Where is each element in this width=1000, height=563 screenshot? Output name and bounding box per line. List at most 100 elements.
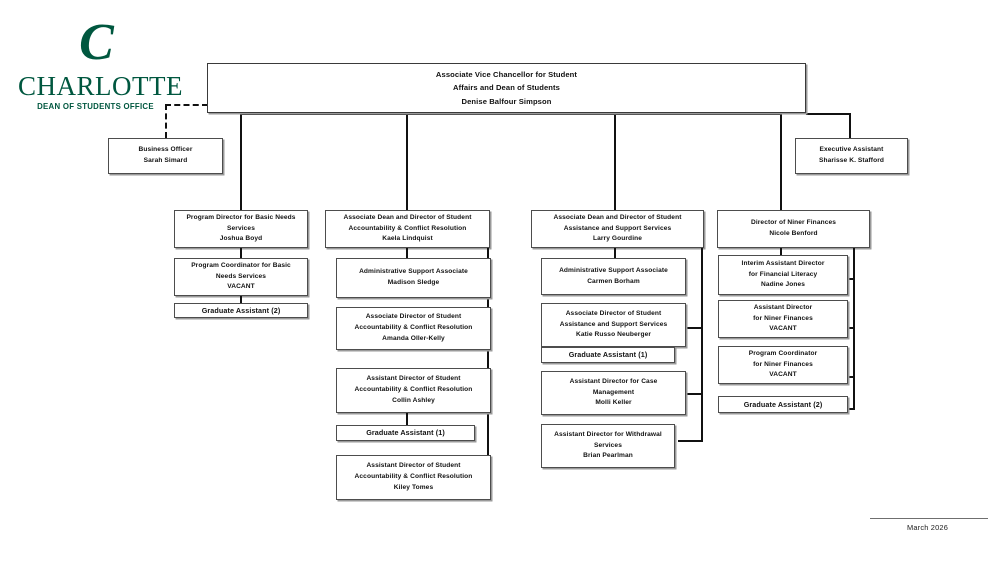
node-line: VACANT <box>769 325 797 333</box>
connector-col2-top-drop <box>406 248 408 258</box>
node-line: Program Director for Basic Needs <box>186 214 296 221</box>
footer-date: March 2026 <box>907 523 949 532</box>
node-assistant-director-accountability-ashley[interactable]: Assistant Director of Student Accountabi… <box>336 368 491 413</box>
node-line: Associate Dean and Director of Student <box>553 214 682 221</box>
node-graduate-assistant-niner-finances[interactable]: Graduate Assistant (2) <box>718 396 848 413</box>
node-line: Management <box>592 388 635 396</box>
node-line: Administrative Support Associate <box>559 266 668 274</box>
node-line: Graduate Assistant (2) <box>743 399 823 409</box>
node-line: Assistant Director for Case <box>569 377 658 385</box>
node-line: Assistant Director of Student <box>366 375 461 383</box>
node-graduate-assistant-assistance[interactable]: Graduate Assistant (1) <box>541 347 675 363</box>
connector-col3-stub-2 <box>678 393 703 396</box>
connector-root-bus <box>240 113 781 115</box>
connector-root-drop-1 <box>240 113 242 210</box>
connector-business-officer-horizontal <box>165 104 208 106</box>
node-line: Sarah Simard <box>143 157 188 164</box>
node-line: Assistant Director <box>753 304 813 311</box>
node-line: Accountability & Conflict Resolution <box>354 386 473 394</box>
node-line: Executive Assistant <box>819 146 884 154</box>
node-program-director-basic-needs[interactable]: Program Director for Basic Needs Service… <box>174 210 308 248</box>
node-line: Affairs and Dean of Students <box>452 83 560 93</box>
node-graduate-assistant-basic-needs[interactable]: Graduate Assistant (2) <box>174 303 308 318</box>
connector-col4-top-drop <box>780 248 782 255</box>
node-line: Amanda Oller-Kelly <box>382 334 445 342</box>
node-line: Assistant Director for Withdrawal <box>554 430 662 438</box>
charlotte-logo: C CHARLOTTE DEAN OF STUDENTS OFFICE <box>18 14 183 112</box>
node-line: Associate Vice Chancellor for Student <box>435 70 578 80</box>
connector-col1-b <box>240 296 242 303</box>
node-line: Associate Director of Student <box>565 309 662 317</box>
node-line: Nadine Jones <box>760 281 806 289</box>
node-assistant-director-niner-finances[interactable]: Assistant Director for Niner Finances VA… <box>718 300 848 338</box>
node-line: Molli Keller <box>595 399 632 407</box>
charlotte-c-icon: C <box>79 14 114 71</box>
node-line: Director of Niner Finances <box>750 219 837 227</box>
node-assistant-director-withdrawal[interactable]: Assistant Director for Withdrawal Servic… <box>541 424 675 468</box>
connector-col3-stub-1 <box>678 327 703 330</box>
connector-business-officer-vertical <box>165 104 167 138</box>
node-line: Nicole Benford <box>769 230 818 237</box>
logo-subtitle: DEAN OF STUDENTS OFFICE <box>37 101 154 111</box>
connector-col3-stub-3 <box>678 440 703 443</box>
node-line: Kaela Lindquist <box>382 235 433 243</box>
node-line: Denise Balfour Simpson <box>461 96 552 106</box>
node-admin-support-associate-assistance[interactable]: Administrative Support Associate Carmen … <box>541 258 686 295</box>
node-associate-vice-chancellor[interactable]: Associate Vice Chancellor for Student Af… <box>207 63 806 113</box>
node-line: Needs Services <box>215 272 267 280</box>
node-admin-support-associate-accountability[interactable]: Administrative Support Associate Madison… <box>336 258 491 298</box>
footer-divider <box>870 518 988 519</box>
node-graduate-assistant-accountability[interactable]: Graduate Assistant (1) <box>336 425 475 441</box>
node-line: Katie Russo Neuberger <box>575 331 652 339</box>
node-program-coordinator-basic-needs[interactable]: Program Coordinator for Basic Needs Serv… <box>174 258 308 296</box>
node-line: Assistance and Support Services <box>563 224 672 232</box>
node-associate-dean-assistance[interactable]: Associate Dean and Director of Student A… <box>531 210 704 248</box>
node-line: Accountability & Conflict Resolution <box>354 324 473 332</box>
logo-wordmark: CHARLOTTE <box>18 71 183 101</box>
node-line: Program Coordinator for Basic <box>191 262 291 269</box>
node-line: for Niner Finances <box>753 360 813 368</box>
node-assistant-director-accountability-tomes[interactable]: Assistant Director of Student Accountabi… <box>336 455 491 500</box>
node-associate-director-accountability[interactable]: Associate Director of Student Accountabi… <box>336 307 491 350</box>
node-line: Joshua Boyd <box>219 235 263 243</box>
connector-executive-assistant-vertical <box>849 113 851 138</box>
connector-col1-a <box>240 248 242 258</box>
node-line: Larry Gourdine <box>592 235 643 243</box>
node-line: Administrative Support Associate <box>359 268 468 276</box>
node-business-officer[interactable]: Business Officer Sarah Simard <box>108 138 223 174</box>
node-assistant-director-case-management[interactable]: Assistant Director for Case Management M… <box>541 371 686 415</box>
connector-col2-ga-drop <box>406 413 408 425</box>
node-line: Interim Assistant Director <box>741 259 825 267</box>
node-interim-assistant-director-financial-literacy[interactable]: Interim Assistant Director for Financial… <box>718 255 848 295</box>
node-line: Associate Dean and Director of Student <box>343 214 472 221</box>
node-line: Assistant Director of Student <box>366 462 461 470</box>
connector-executive-assistant-horizontal <box>806 113 851 115</box>
node-executive-assistant[interactable]: Executive Assistant Sharisse K. Stafford <box>795 138 908 174</box>
node-line: Sharisse K. Stafford <box>818 157 885 164</box>
node-line: Accountability & Conflict Resolution <box>348 224 467 232</box>
node-line: Collin Ashley <box>392 396 435 404</box>
node-program-coordinator-niner-finances[interactable]: Program Coordinator for Niner Finances V… <box>718 346 848 384</box>
node-line: Graduate Assistant (1) <box>568 350 648 360</box>
node-line: for Niner Finances <box>753 314 813 322</box>
node-associate-dean-accountability[interactable]: Associate Dean and Director of Student A… <box>325 210 490 248</box>
node-line: Services <box>227 224 255 232</box>
node-line: Services <box>594 441 622 449</box>
connector-col3-spine <box>701 248 704 442</box>
node-line: Business Officer <box>138 146 193 154</box>
node-line: for Financial Literacy <box>748 270 818 278</box>
connector-col3-top-drop <box>614 248 616 258</box>
node-line: Madison Sledge <box>387 279 440 286</box>
node-line: VACANT <box>227 283 255 291</box>
node-line: Program Coordinator <box>748 350 818 357</box>
node-line: Accountability & Conflict Resolution <box>354 473 473 481</box>
node-associate-director-assistance[interactable]: Associate Director of Student Assistance… <box>541 303 686 347</box>
node-director-niner-finances[interactable]: Director of Niner Finances Nicole Benfor… <box>717 210 870 248</box>
connector-root-drop-3 <box>614 113 616 210</box>
node-line: Graduate Assistant (2) <box>201 305 281 315</box>
connector-root-drop-2 <box>406 113 408 210</box>
node-line: Brian Pearlman <box>583 452 633 460</box>
connector-root-drop-4 <box>780 113 782 210</box>
node-line: VACANT <box>769 371 797 379</box>
